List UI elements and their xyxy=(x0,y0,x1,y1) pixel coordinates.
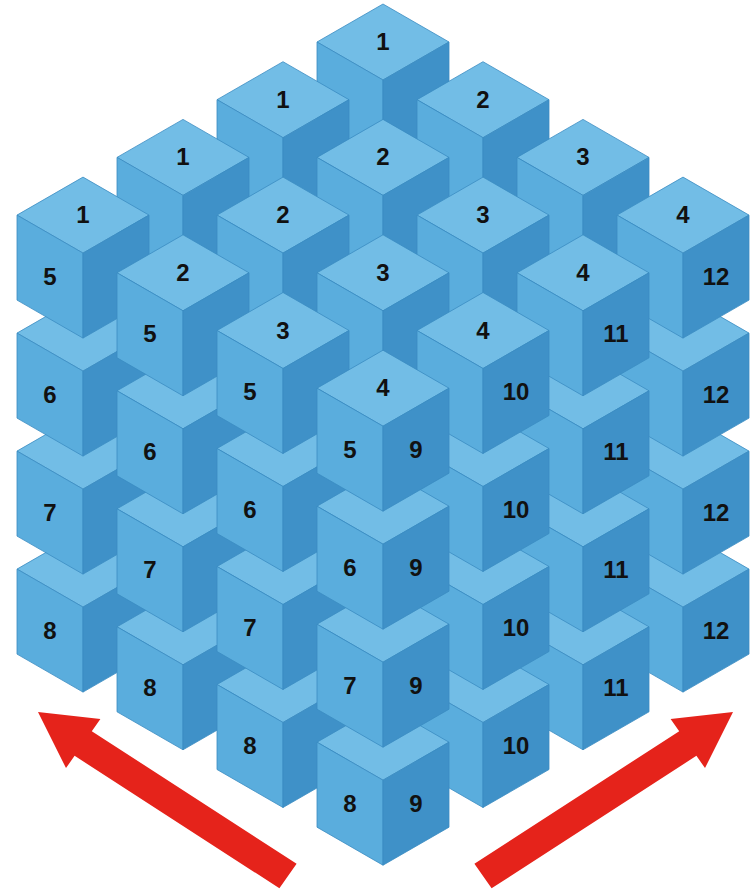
face-number: 6 xyxy=(43,383,56,407)
cube-left-face xyxy=(17,451,83,574)
cube-right-face xyxy=(383,388,449,511)
face-number: 4 xyxy=(476,319,489,343)
face-number: 3 xyxy=(376,261,389,285)
cube-left-face xyxy=(117,273,183,396)
cube-right-face xyxy=(583,273,649,396)
face-number: 1 xyxy=(276,88,289,112)
face-number: 1 xyxy=(376,30,389,54)
face-number: 7 xyxy=(343,674,356,698)
face-number: 12 xyxy=(703,383,730,407)
face-number: 6 xyxy=(243,498,256,522)
cube-right-face xyxy=(483,567,549,690)
cube-left-face xyxy=(217,449,283,572)
cube-left-face xyxy=(17,333,83,456)
face-number: 9 xyxy=(409,792,422,816)
face-number: 10 xyxy=(503,498,530,522)
cube-left-face xyxy=(317,506,383,629)
face-number: 12 xyxy=(703,501,730,525)
cube-right-face xyxy=(383,742,449,865)
cube-right-face xyxy=(683,569,749,692)
face-number: 2 xyxy=(176,261,189,285)
cube-right-face xyxy=(683,215,749,338)
cube-right-face xyxy=(483,685,549,808)
face-number: 2 xyxy=(276,203,289,227)
face-number: 7 xyxy=(143,558,156,582)
face-number: 8 xyxy=(143,676,156,700)
face-number: 5 xyxy=(343,438,356,462)
face-number: 11 xyxy=(603,322,628,346)
face-number: 10 xyxy=(503,380,530,404)
face-number: 12 xyxy=(703,619,730,643)
cube-left-face xyxy=(217,567,283,690)
cube-right-face xyxy=(383,506,449,629)
face-number: 3 xyxy=(276,319,289,343)
cube-right-face xyxy=(583,627,649,750)
face-number: 10 xyxy=(503,616,530,640)
face-number: 5 xyxy=(143,322,156,346)
cube-left-face xyxy=(317,742,383,865)
face-number: 6 xyxy=(343,556,356,580)
face-number: 11 xyxy=(603,558,628,582)
cube-left-face xyxy=(117,627,183,750)
cube-left-face xyxy=(17,215,83,338)
face-number: 9 xyxy=(409,556,422,580)
face-number: 11 xyxy=(603,676,628,700)
face-number: 9 xyxy=(409,674,422,698)
cube-right-face xyxy=(383,624,449,747)
face-number: 7 xyxy=(43,501,56,525)
red-arrow xyxy=(474,712,733,888)
face-number: 4 xyxy=(676,203,689,227)
cube-left-face xyxy=(317,624,383,747)
face-number: 4 xyxy=(376,376,389,400)
cube-left-face xyxy=(317,388,383,511)
face-number: 2 xyxy=(476,88,489,112)
cube-left-face xyxy=(117,391,183,514)
face-number: 10 xyxy=(503,734,530,758)
face-number: 4 xyxy=(576,261,589,285)
face-number: 7 xyxy=(243,616,256,640)
face-number: 8 xyxy=(243,734,256,758)
cube-right-face xyxy=(583,391,649,514)
cube-stack xyxy=(17,4,749,865)
face-number: 3 xyxy=(476,203,489,227)
face-number: 8 xyxy=(343,792,356,816)
cube-left-face xyxy=(217,331,283,454)
cube-right-face xyxy=(683,451,749,574)
cube-right-face xyxy=(683,333,749,456)
face-number: 5 xyxy=(243,380,256,404)
face-number: 12 xyxy=(703,265,730,289)
face-number: 1 xyxy=(76,203,89,227)
cube-left-face xyxy=(217,685,283,808)
face-number: 3 xyxy=(576,145,589,169)
face-number: 9 xyxy=(409,438,422,462)
red-arrow xyxy=(38,712,297,888)
face-number: 8 xyxy=(43,619,56,643)
cube-right-face xyxy=(483,449,549,572)
cube-left-face xyxy=(17,569,83,692)
cube-right-face xyxy=(483,331,549,454)
face-number: 5 xyxy=(43,265,56,289)
cube-right-face xyxy=(583,509,649,632)
face-number: 11 xyxy=(603,440,628,464)
cube-left-face xyxy=(117,509,183,632)
face-number: 1 xyxy=(176,145,189,169)
face-number: 2 xyxy=(376,145,389,169)
face-number: 6 xyxy=(143,440,156,464)
